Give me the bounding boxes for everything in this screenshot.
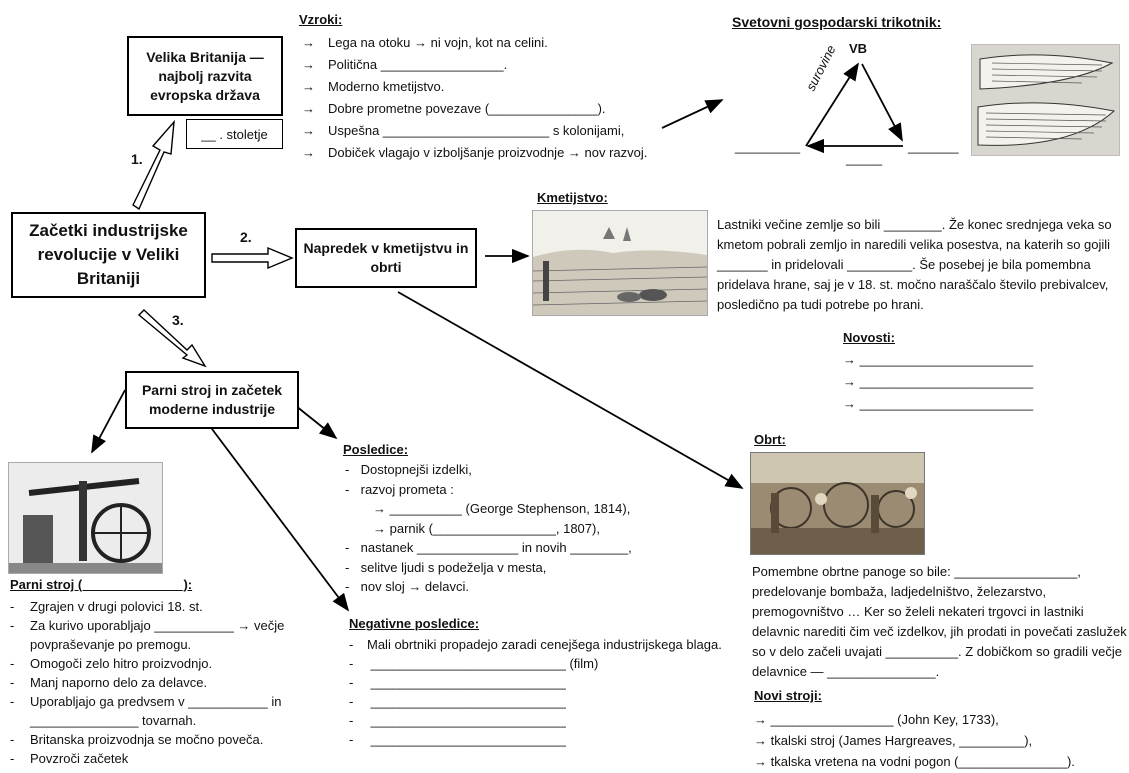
negativne-item: - ___________________________ xyxy=(349,675,566,690)
novosti-item: → ________________________ xyxy=(843,374,1034,389)
posledice-list: - Dostopnejši izdelki, - razvoj prometa … xyxy=(345,460,632,597)
vb-box: Velika Britanija — najbolj razvita evrop… xyxy=(127,36,283,116)
parni-stroj-item: -Zgrajen v drugi polovici 18. st. xyxy=(10,599,203,614)
novosti-item: → ________________________ xyxy=(843,352,1034,367)
novi-stroji-item: → tkalska vretena na vodni pogon (______… xyxy=(754,754,1075,769)
posledice-item: - selitve ljudi s podeželja v mesta, xyxy=(345,559,547,575)
novosti-list: → ________________________ → ___________… xyxy=(843,349,1033,415)
negativne-item: - ___________________________ xyxy=(349,694,566,709)
parni-stroj-item: -Britanska proizvodnja se močno poveča. xyxy=(10,732,264,747)
novi-stroji-heading: Novi stroji: xyxy=(754,688,822,703)
obrt-text: Pomembne obrtne panoge so bile: ________… xyxy=(752,564,1127,679)
parni-stroj-item: -Povzroči začetek xyxy=(10,751,129,766)
vzroki-item: →Politična _________________. xyxy=(302,57,508,72)
hollow-arrow-3 xyxy=(137,309,207,368)
posledice-heading: Posledice: xyxy=(343,442,409,457)
obrt-heading: Obrt: xyxy=(754,432,786,447)
triangle-blank-right: _______ xyxy=(908,139,959,154)
arrow-label-2: 2. xyxy=(240,229,252,245)
parni-stroj-item: -Omogoči zelo hitro proizvodnjo. xyxy=(10,656,213,671)
triangle-blank-left: _________ xyxy=(735,139,801,154)
arrow-to-posledice xyxy=(295,405,338,440)
posledice-item: → parnik (_________________, 1807), xyxy=(373,520,600,536)
vzroki-heading: Vzroki: xyxy=(299,12,343,27)
vzroki-item: →Lega na otoku → ni vojn, kot na celini. xyxy=(302,35,548,50)
kmetijstvo-heading: Kmetijstvo: xyxy=(537,190,608,205)
novosti-heading: Novosti: xyxy=(843,330,895,345)
arrow-to-engine xyxy=(91,389,126,454)
arrow-to-obrt xyxy=(397,291,744,489)
posledice-item: - Dostopnejši izdelki, xyxy=(345,462,472,477)
arrow-label-1: 1. xyxy=(131,151,143,167)
negativne-list: - Mali obrtniki propadejo zaradi cenejše… xyxy=(349,635,729,749)
novi-stroji-item: → tkalski stroj (James Hargreaves, _____… xyxy=(754,733,1033,748)
vzroki-list: →Lega na otoku → ni vojn, kot na celini.… xyxy=(302,32,677,161)
steam-engine-image xyxy=(8,462,163,574)
hollow-arrow-2 xyxy=(211,246,294,270)
hollow-arrow-1 xyxy=(132,119,175,211)
vzroki-item: →Moderno kmetijstvo. xyxy=(302,79,445,94)
workshop-image xyxy=(750,452,925,555)
parni-stroj-list: -Zgrajen v drugi polovici 18. st. -Za ku… xyxy=(10,597,330,768)
triangle-side-right xyxy=(861,63,903,142)
kmetijstvo-text: Lastniki večine zemlje so bili ________.… xyxy=(717,217,1112,312)
arrow-label-3: 3. xyxy=(172,312,184,328)
triangle-side-left xyxy=(805,62,859,147)
negativne-item: - ___________________________ xyxy=(349,713,566,728)
negativne-item: - ___________________________ xyxy=(349,732,566,747)
vzroki-item: →Uspešna _______________________ s kolon… xyxy=(302,123,625,138)
center-box: Začetki industrijske revolucije v Veliki… xyxy=(11,212,206,298)
parni-stroj-item: -Uporabljajo ga predvsem v ___________ i… xyxy=(10,694,282,728)
posledice-item: - razvoj prometa : xyxy=(345,481,454,497)
parni-stroj-item: -Manj naporno delo za delavce. xyxy=(10,675,208,690)
triangle-heading: Svetovni gospodarski trikotnik: xyxy=(732,14,942,30)
steam-box: Parni stroj in začetek moderne industrij… xyxy=(125,371,299,429)
posledice-item: - nov sloj → delavci. xyxy=(345,579,470,594)
posledice-item: - nastanek ______________ in novih _____… xyxy=(345,540,632,555)
agri-box: Napredek v kmetijstvu in obrti xyxy=(295,228,477,288)
novi-stroji-item: → _________________ (John Key, 1733), xyxy=(754,712,999,727)
slave-ship-image xyxy=(971,44,1120,156)
negativne-heading: Negativne posledice: xyxy=(349,616,480,631)
century-box: __ . stoletje xyxy=(186,119,283,149)
vzroki-item: →Dobiček vlagajo v izboljšanje proizvodn… xyxy=(302,145,648,160)
triangle-top-label: VB xyxy=(849,41,868,56)
posledice-item: → __________ (George Stephenson, 1814), xyxy=(373,501,631,516)
arrow-to-triangle xyxy=(661,99,724,129)
vzroki-item: →Dobre prometne povezave (______________… xyxy=(302,101,606,116)
negativne-item: - ___________________________ (film) xyxy=(349,656,599,671)
parni-stroj-heading: Parni stroj (______________): xyxy=(10,577,193,592)
arrow-to-negativne xyxy=(208,424,350,612)
farm-image xyxy=(532,210,708,316)
parni-stroj-item: -Za kurivo uporabljajo ___________ → več… xyxy=(10,618,285,652)
negativne-item: - Mali obrtniki propadejo zaradi cenejše… xyxy=(349,637,722,652)
novosti-item: → ________________________ xyxy=(843,396,1034,411)
triangle-blank-bottom: _____ xyxy=(846,151,883,166)
novi-stroji-list: → _________________ (John Key, 1733), → … xyxy=(754,709,1075,772)
